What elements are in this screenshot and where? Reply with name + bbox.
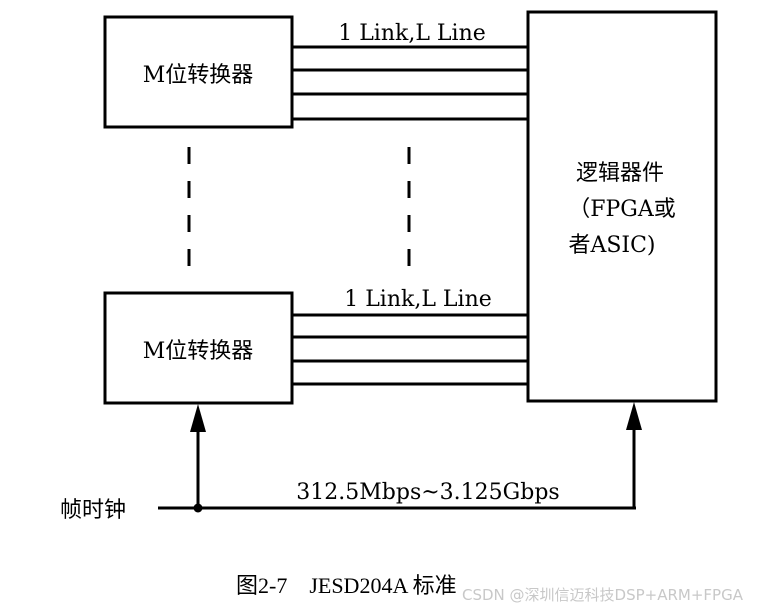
junction-dot	[193, 503, 203, 513]
arrow-up-icon	[190, 404, 206, 432]
lanes-top	[292, 45, 528, 121]
clock-label: 帧时钟	[60, 498, 126, 523]
logic-device-line2: （FPGA或	[568, 197, 676, 222]
watermark: CSDN @深圳信迈科技DSP+ARM+FPGA	[462, 586, 744, 604]
arrow-up-icon	[626, 402, 642, 430]
link-label-top: 1 Link,L Line	[338, 21, 486, 46]
converter-box-bottom	[103, 291, 294, 405]
link-label-bottom: 1 Link,L Line	[344, 287, 492, 312]
logic-device-line3: 者ASIC)	[568, 233, 655, 258]
lanes-bottom	[292, 313, 528, 386]
converter-label-bottom: M位转换器	[143, 339, 254, 364]
clock-rate: 312.5Mbps~3.125Gbps	[296, 480, 559, 505]
logic-device-line1: 逻辑器件	[576, 161, 664, 186]
converter-label-top: M位转换器	[143, 63, 254, 88]
figure-caption: 图2-7 JESD204A 标准	[236, 573, 457, 598]
converter-box-top	[103, 15, 294, 129]
logic-device-box	[526, 10, 718, 403]
